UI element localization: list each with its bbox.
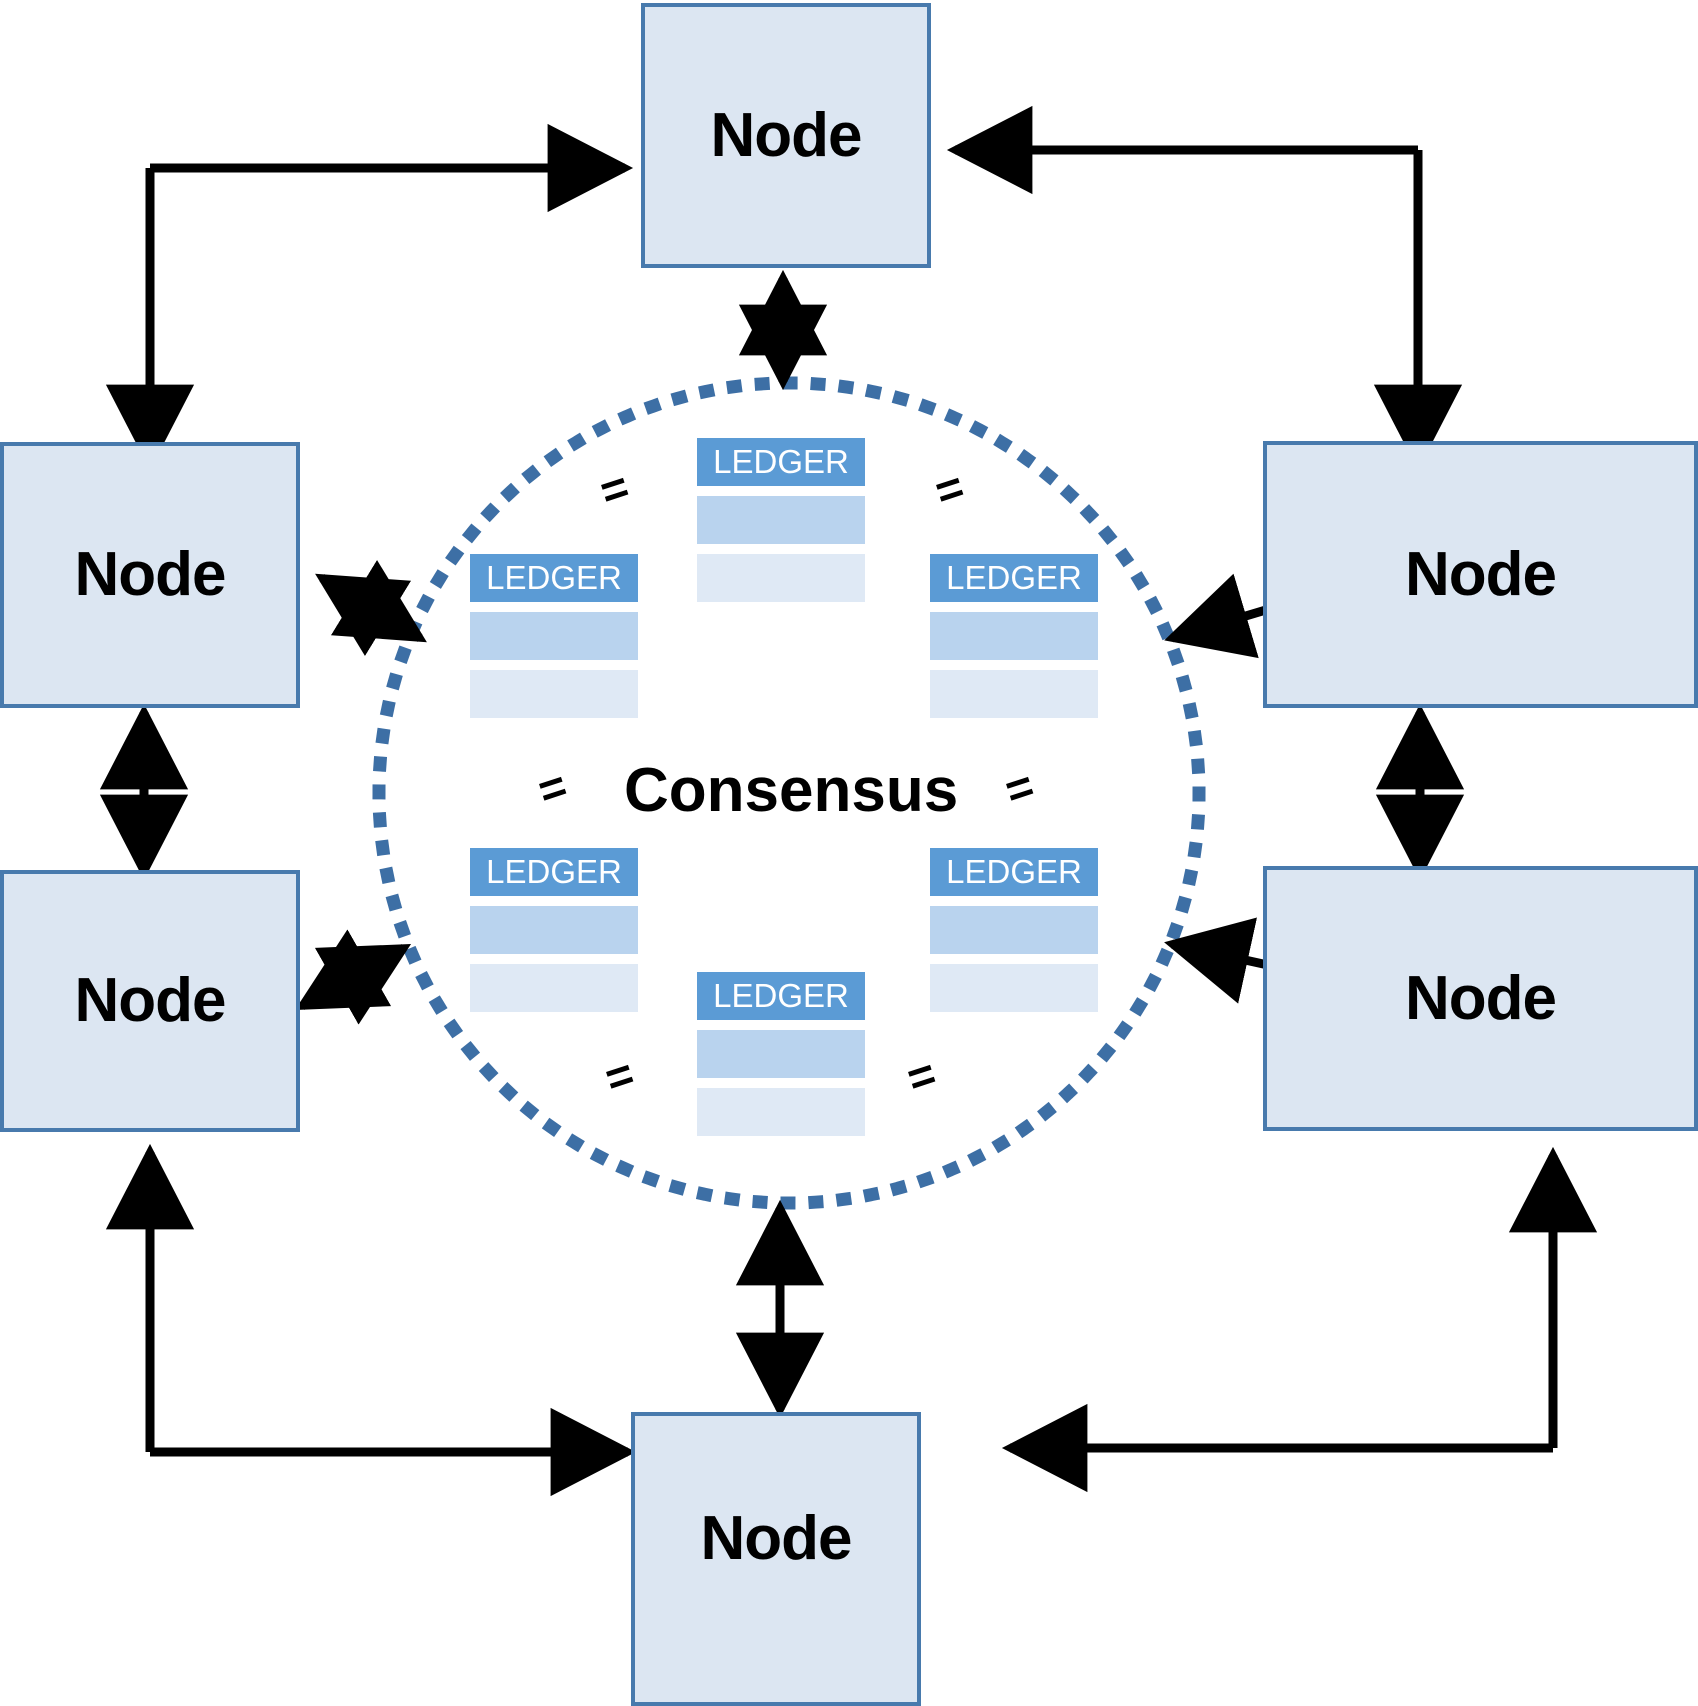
node-right-upper[interactable]: Node	[1263, 441, 1698, 708]
ledger-bottom-header: LEDGER	[697, 972, 865, 1020]
ledger-lower-right-header: LEDGER	[930, 848, 1098, 896]
ledger-upper-right-row-2	[930, 670, 1098, 718]
node-left-lower-label: Node	[74, 966, 227, 1035]
ledger-bottom-row-1	[697, 1030, 865, 1078]
connector-leftlower-to-circle	[294, 929, 412, 1025]
ledger-upper-right[interactable]: LEDGER	[930, 554, 1098, 718]
consensus-label: Consensus	[624, 756, 959, 825]
node-bottom[interactable]: Node	[631, 1412, 921, 1706]
equals-mark-top-right: =	[928, 460, 971, 518]
ledger-top-header: LEDGER	[697, 438, 865, 486]
ledger-lower-right[interactable]: LEDGER	[930, 848, 1098, 1012]
equals-mark-mid-right: =	[998, 759, 1041, 817]
ledger-bottom-row-2	[697, 1088, 865, 1136]
equals-mark-bottom-left: =	[598, 1047, 641, 1105]
node-left-lower[interactable]: Node	[0, 870, 300, 1132]
ledger-bottom[interactable]: LEDGER	[697, 972, 865, 1136]
equals-mark-top-left: =	[593, 460, 636, 518]
ledger-upper-left-row-1	[470, 612, 638, 660]
equals-mark-bottom-right: =	[900, 1047, 943, 1105]
ledger-top-row-1	[697, 496, 865, 544]
node-bottom-label: Node	[700, 1504, 853, 1573]
node-top-label: Node	[710, 100, 863, 170]
ledger-lower-left-row-1	[470, 906, 638, 954]
connector-leftupper-to-circle	[315, 559, 427, 657]
equals-mark-mid-left: =	[531, 759, 574, 817]
node-top[interactable]: Node	[641, 3, 931, 268]
node-right-lower-label: Node	[1405, 963, 1557, 1033]
node-left-upper[interactable]: Node	[0, 442, 300, 708]
ledger-upper-left-row-2	[470, 670, 638, 718]
ledger-upper-right-header: LEDGER	[930, 554, 1098, 602]
ledger-lower-left-header: LEDGER	[470, 848, 638, 896]
ledger-lower-right-row-2	[930, 964, 1098, 1012]
node-right-lower[interactable]: Node	[1263, 866, 1698, 1131]
ledger-upper-right-row-1	[930, 612, 1098, 660]
ledger-top[interactable]: LEDGER	[697, 438, 865, 602]
ledger-top-row-2	[697, 554, 865, 602]
node-left-upper-label: Node	[74, 540, 227, 609]
ledger-upper-left-header: LEDGER	[470, 554, 638, 602]
node-right-upper-label: Node	[1405, 539, 1557, 609]
ledger-lower-left-row-2	[470, 964, 638, 1012]
ledger-upper-left[interactable]: LEDGER	[470, 554, 638, 718]
ledger-lower-right-row-1	[930, 906, 1098, 954]
ledger-lower-left[interactable]: LEDGER	[470, 848, 638, 1012]
